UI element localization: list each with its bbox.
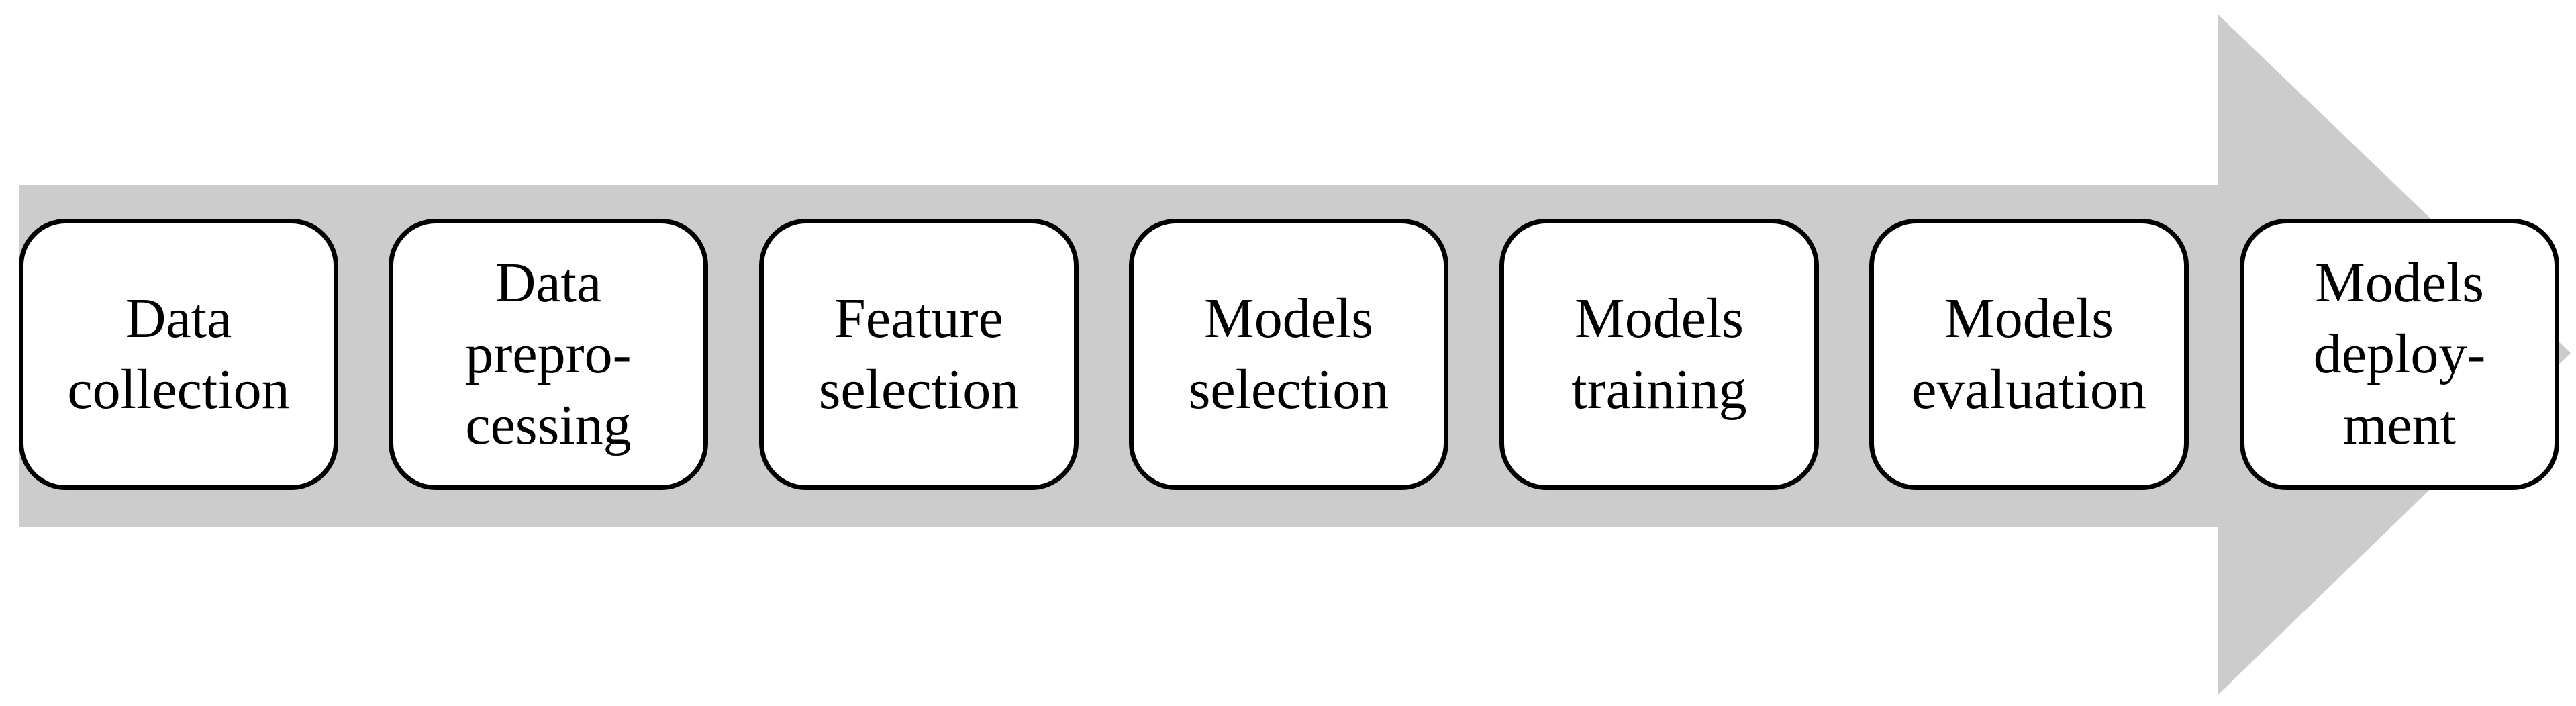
step-label: Models deploy- ment xyxy=(2313,252,2486,456)
step-feature-selection: Feature selection xyxy=(759,219,1079,490)
step-label: Feature selection xyxy=(818,287,1020,421)
step-models-selection: Models selection xyxy=(1129,219,1448,490)
step-models-deployment: Models deploy- ment xyxy=(2240,219,2559,490)
step-label: Models training xyxy=(1571,287,1747,421)
step-data-preprocessing: Data prepro- cessing xyxy=(389,219,708,490)
step-models-training: Models training xyxy=(1499,219,1819,490)
step-label: Models evaluation xyxy=(1912,287,2146,421)
step-data-collection: Data collection xyxy=(19,219,338,490)
step-label: Models selection xyxy=(1188,287,1389,421)
step-label: Data collection xyxy=(67,287,290,421)
step-label: Data prepro- cessing xyxy=(465,252,632,456)
step-models-evaluation: Models evaluation xyxy=(1869,219,2189,490)
